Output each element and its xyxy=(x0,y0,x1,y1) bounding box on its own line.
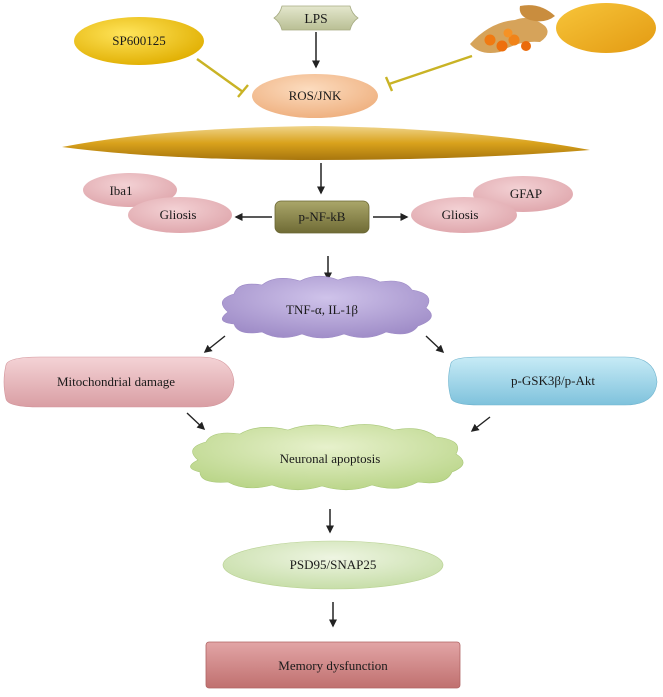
psd-label: PSD95/SNAP25 xyxy=(290,557,377,572)
sp600125-node: SP600125 xyxy=(74,17,204,65)
memory-node: Memory dysfunction xyxy=(205,641,461,689)
apoptosis-label: Neuronal apoptosis xyxy=(280,451,381,466)
inhibition-arrows xyxy=(196,54,473,98)
gsk-node: p-GSK3β/p-Akt xyxy=(448,356,658,406)
psd-node: PSD95/SNAP25 xyxy=(222,540,444,590)
pnfkb-node: p-NF-kB xyxy=(274,200,370,234)
mito-label: Mitochondrial damage xyxy=(57,374,175,389)
arrow-mito-to-apoptosis xyxy=(186,412,206,431)
apoptosis-node: Neuronal apoptosis xyxy=(190,424,464,491)
lps-node: LPS xyxy=(273,5,359,31)
iba1-label: Iba1 xyxy=(109,183,132,198)
right-gliosis-cluster: GFAP Gliosis xyxy=(411,176,573,233)
mito-node: Mitochondrial damage xyxy=(3,356,235,408)
gliosis-right-label: Gliosis xyxy=(442,207,479,222)
memory-label: Memory dysfunction xyxy=(278,658,388,673)
ros-jnk-label: ROS/JNK xyxy=(289,88,342,103)
left-gliosis-cluster: Iba1 Gliosis xyxy=(83,173,232,233)
arrow-cytokines-to-mito xyxy=(203,335,226,353)
arrow-cytokines-to-gsk xyxy=(425,335,445,354)
lps-label: LPS xyxy=(304,11,327,26)
sp600125-label: SP600125 xyxy=(112,33,165,48)
pnfkb-label: p-NF-kB xyxy=(299,209,346,224)
sp600125-inhibit-bar xyxy=(237,84,249,98)
ros-jnk-node: ROS/JNK xyxy=(252,74,378,118)
gliosis-left-label: Gliosis xyxy=(160,207,197,222)
cytokines-node: TNF-α, IL-1β xyxy=(221,275,432,339)
sp600125-inhibit-line xyxy=(196,58,244,93)
gfap-label: GFAP xyxy=(510,186,542,201)
curcumin-inhibit-bar xyxy=(384,76,394,92)
turmeric-icon xyxy=(470,3,656,53)
curcumin-inhibit-line xyxy=(388,54,473,86)
cytokines-label: TNF-α, IL-1β xyxy=(286,302,358,317)
arrow-gsk-to-apoptosis xyxy=(470,416,491,432)
gsk-label: p-GSK3β/p-Akt xyxy=(511,373,595,388)
cell-membrane xyxy=(62,126,590,160)
